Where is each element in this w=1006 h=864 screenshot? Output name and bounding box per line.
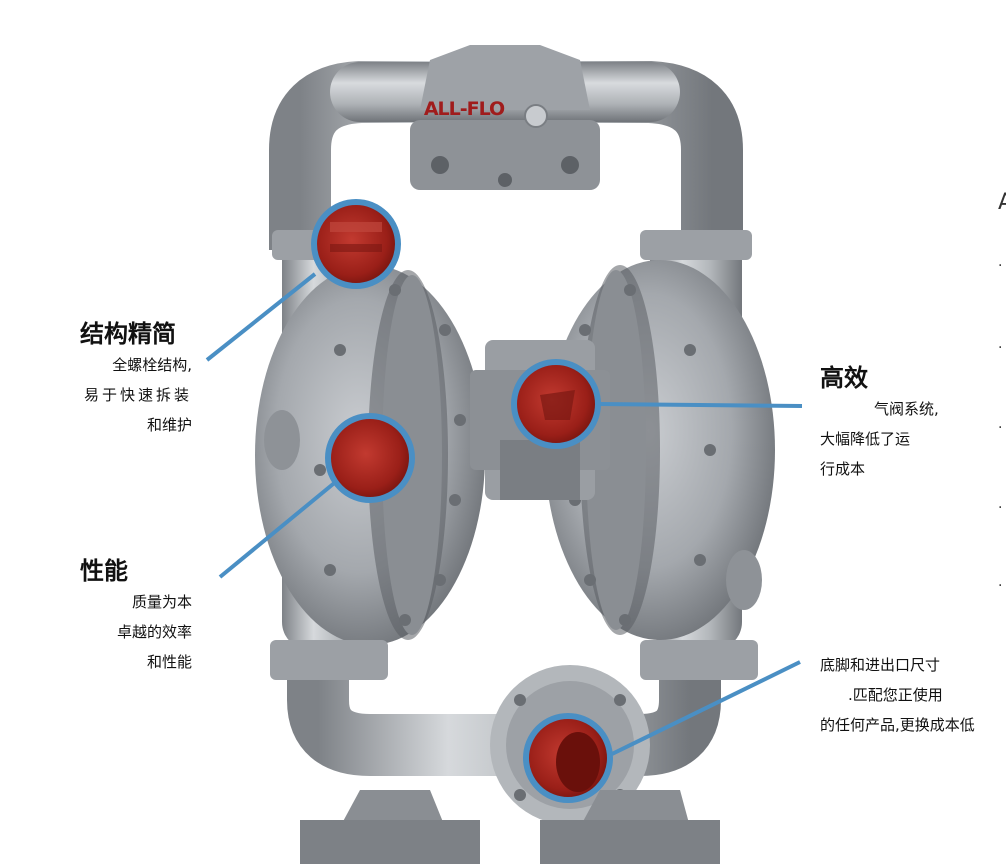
edge-mark: · [998,500,1003,516]
edge-mark: · [998,340,1003,356]
edge-mark: · [998,420,1003,436]
callout-line: 易于快速拆装 [83,386,192,404]
callout-circle-efficiency [511,359,601,449]
callout-title-efficiency: 高效 [820,364,868,392]
callout-line: 卓越的效率 [116,623,192,641]
callout-title-performance: 性能 [80,557,128,585]
edge-mark: · [998,578,1003,594]
callout-circle-performance [325,413,415,503]
brand-logo: ALL-FLO [423,98,505,120]
leader-line-performance [218,478,340,579]
callout-line: 全螺栓结构, [112,356,192,374]
callout-title-structure: 结构精简 [80,320,176,348]
leader-line-structure [205,272,317,362]
callout-line: 质量为本 [131,593,192,611]
callout-desc-performance: 质量为本 卓越的效率 和性能 [117,587,192,677]
callout-desc-structure: 全螺栓结构, 易于快速拆装 和维护 [84,350,192,440]
callout-desc-base: 底脚和进出口尺寸 .匹配您正使用 的任何产品,更换成本低 [820,650,975,740]
callout-line: .匹配您正使用 [848,686,943,704]
callout-line: 和性能 [146,653,192,671]
callout-desc-efficiency: 气阀系统, 大幅降低了运 行成本 [820,394,939,484]
callout-circle-base [523,713,613,803]
callout-line: 底脚和进出口尺寸 [820,656,941,674]
callout-line: 大幅降低了运 [820,430,911,448]
leader-line-base [611,660,801,756]
callout-line: 的任何产品,更换成本低 [820,716,975,734]
leader-line-efficiency [597,402,803,408]
edge-mark: A [998,190,1006,215]
callout-line: 和维护 [146,416,192,434]
edge-mark: · [998,258,1003,274]
callout-line: 行成本 [820,460,866,478]
callout-line: 气阀系统, [874,400,939,418]
callout-circle-structure [311,199,401,289]
